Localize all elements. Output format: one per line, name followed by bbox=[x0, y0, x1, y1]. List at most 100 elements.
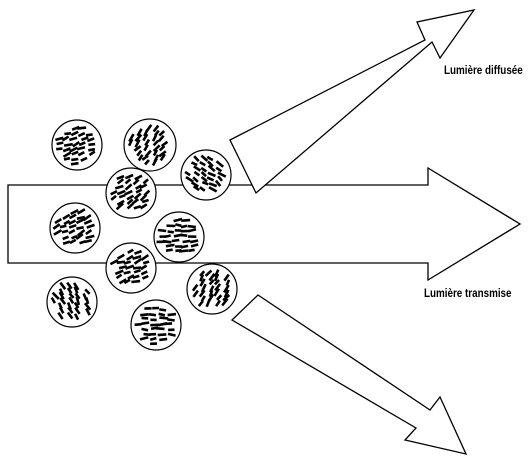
crystallite bbox=[128, 133, 135, 143]
crystallite bbox=[72, 141, 80, 148]
crystallite bbox=[173, 233, 183, 238]
crystallite bbox=[73, 313, 80, 321]
crystallite bbox=[142, 260, 150, 265]
crystallite bbox=[127, 274, 135, 280]
crystallite bbox=[139, 183, 148, 190]
crystallite bbox=[118, 278, 127, 285]
crystallite bbox=[133, 145, 142, 152]
crystallite bbox=[156, 327, 165, 331]
crystallite bbox=[215, 160, 225, 168]
crystallite bbox=[167, 230, 174, 234]
crystallite bbox=[77, 151, 85, 157]
crystallite bbox=[136, 149, 143, 157]
crystallite bbox=[83, 302, 92, 311]
crystallite bbox=[114, 269, 124, 276]
crystallite bbox=[180, 224, 188, 229]
crystallite bbox=[124, 189, 133, 196]
crystallite bbox=[68, 219, 77, 226]
crystallite bbox=[188, 248, 195, 253]
crystallite bbox=[213, 269, 220, 278]
crystallite bbox=[143, 129, 149, 137]
crystallite bbox=[74, 306, 81, 315]
crystallite bbox=[167, 312, 177, 317]
crystallite bbox=[197, 300, 204, 307]
crystallite bbox=[76, 226, 84, 230]
crystallite bbox=[188, 228, 197, 233]
crystallite bbox=[84, 238, 93, 244]
crystallite bbox=[193, 165, 202, 172]
crystallite bbox=[83, 219, 93, 225]
crystallite bbox=[134, 174, 143, 181]
crystallite bbox=[141, 327, 149, 332]
crystallite bbox=[118, 193, 126, 199]
crystallite bbox=[116, 174, 125, 181]
crystallite bbox=[77, 126, 87, 130]
crystallite bbox=[134, 139, 141, 148]
crystallite bbox=[50, 296, 57, 304]
crystallite bbox=[149, 336, 157, 342]
crystallite bbox=[151, 157, 158, 167]
crystallite bbox=[70, 161, 79, 166]
crystallite bbox=[51, 291, 60, 300]
crystallite bbox=[199, 270, 206, 277]
crystallite bbox=[76, 146, 86, 151]
crystallite bbox=[199, 160, 206, 167]
crystallite bbox=[88, 147, 96, 152]
crystallite bbox=[184, 170, 191, 177]
crystallite bbox=[132, 255, 142, 261]
crystallite bbox=[66, 311, 74, 320]
crystallite bbox=[167, 332, 176, 337]
crystallite bbox=[54, 217, 62, 225]
crystallite bbox=[116, 199, 125, 206]
crystallite bbox=[158, 312, 166, 317]
crystallite bbox=[132, 274, 140, 280]
crystallite bbox=[127, 248, 134, 254]
crystallite bbox=[79, 240, 86, 245]
crystallite bbox=[135, 184, 143, 190]
crystallite bbox=[180, 244, 189, 249]
crystallite bbox=[110, 190, 118, 196]
crystallite bbox=[163, 322, 173, 326]
crystallite bbox=[116, 178, 125, 185]
crystallite bbox=[73, 301, 80, 309]
crystallite bbox=[213, 273, 220, 282]
crystallite bbox=[134, 249, 143, 255]
particle-group bbox=[46, 118, 238, 351]
crystallite bbox=[85, 297, 90, 305]
crystallite bbox=[206, 160, 214, 168]
crystallite bbox=[142, 178, 149, 185]
crystallite bbox=[71, 234, 78, 240]
crystallite bbox=[56, 141, 64, 146]
crystallite bbox=[86, 137, 95, 143]
crystallite bbox=[140, 264, 148, 271]
crystallite bbox=[192, 176, 199, 183]
crystallite bbox=[127, 138, 134, 147]
crystallite bbox=[63, 156, 71, 161]
crystallite bbox=[68, 223, 77, 229]
crystallite bbox=[206, 176, 215, 182]
crystallite bbox=[223, 289, 230, 298]
crystallite bbox=[86, 223, 95, 229]
crystallite bbox=[142, 133, 149, 142]
crystallite bbox=[193, 170, 201, 177]
crystallite bbox=[58, 288, 65, 296]
crystallite bbox=[157, 333, 167, 337]
crystallite bbox=[200, 295, 206, 302]
crystallite bbox=[201, 180, 209, 186]
crystallite bbox=[88, 142, 96, 147]
transmitted-light-label: Lumière transmise bbox=[424, 286, 512, 300]
crystallite bbox=[77, 131, 86, 138]
crystallite bbox=[208, 182, 218, 188]
crystallite bbox=[137, 154, 144, 162]
crystallite bbox=[70, 208, 79, 216]
crystallite bbox=[134, 322, 142, 327]
crystallite bbox=[207, 171, 217, 178]
diffused-light-arrow-up bbox=[229, 9, 476, 195]
crystallite bbox=[116, 260, 126, 265]
crystallite bbox=[190, 243, 199, 248]
crystallite bbox=[192, 289, 199, 298]
crystallite bbox=[69, 238, 77, 245]
crystallite bbox=[139, 203, 148, 210]
crystallite bbox=[193, 155, 200, 163]
